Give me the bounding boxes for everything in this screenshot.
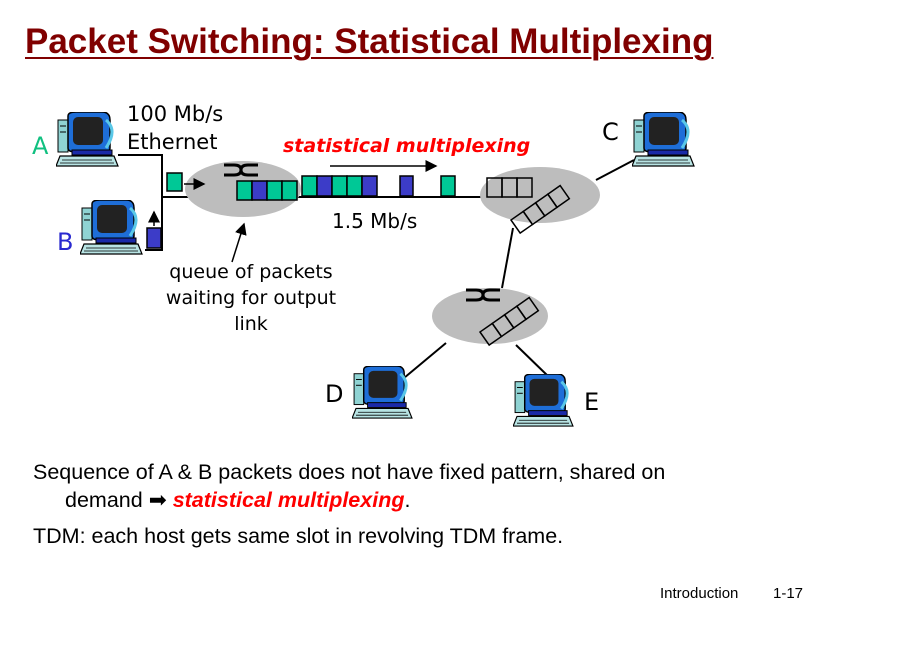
ethernet-label: Ethernet xyxy=(127,130,217,154)
queue-note: queue of packets waiting for output link xyxy=(166,261,336,335)
link-rate: 1.5 Mb/s xyxy=(332,209,417,233)
host-c-label: C xyxy=(602,118,619,146)
host-b-label: B xyxy=(57,228,73,256)
output-queue xyxy=(236,180,298,201)
stat-mux-emphasis: statistical multiplexing xyxy=(172,488,405,512)
footer-section: Introduction xyxy=(660,585,739,602)
period: . xyxy=(404,488,411,512)
host-b-computer-icon xyxy=(80,200,144,256)
queue-note-line: queue of packets xyxy=(169,261,332,283)
stat-mux-label: statistical multiplexing xyxy=(283,135,530,157)
host-d-computer-icon xyxy=(352,366,414,420)
implies-arrow-icon: ➡ xyxy=(148,488,167,512)
host-e-label: E xyxy=(584,388,599,416)
packet-a xyxy=(166,172,183,192)
ethernet-rate: 100 Mb/s xyxy=(127,102,223,126)
packet-b xyxy=(146,227,162,249)
host-c-computer-icon xyxy=(632,112,696,168)
packets xyxy=(146,172,456,249)
footer-page-number: 1-17 xyxy=(773,585,804,602)
router-2 xyxy=(480,167,600,235)
host-a-label: A xyxy=(32,132,49,160)
queue-note-line: link xyxy=(234,313,268,335)
host-d-label: D xyxy=(325,380,343,408)
router-3 xyxy=(432,288,548,347)
host-e-computer-icon xyxy=(513,374,575,428)
router-1 xyxy=(185,161,301,217)
demand-text: demand xyxy=(65,488,143,512)
bullet-2: TDM: each host gets same slot in revolvi… xyxy=(33,524,564,548)
arrows xyxy=(148,160,438,263)
slide-title: Packet Switching: Statistical Multiplexi… xyxy=(25,22,714,61)
bullet-1-continued: demand ➡ statistical multiplexing. xyxy=(65,488,410,513)
bullet-1: Sequence of A & B packets does not have … xyxy=(33,460,666,484)
queue-note-line: waiting for output xyxy=(166,287,336,309)
host-a-computer-icon xyxy=(56,112,120,168)
links xyxy=(118,154,635,379)
